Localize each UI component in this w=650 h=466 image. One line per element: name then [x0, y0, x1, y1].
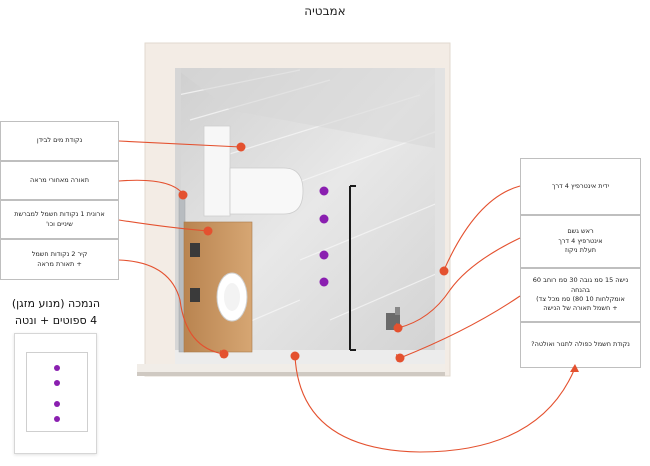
note-wall-outlets-mirror-light[interactable]: קיר 2 נקודות חשמל + תאורת מראה	[0, 239, 119, 280]
spot-light	[319, 277, 329, 287]
spot-light	[319, 214, 329, 224]
arrow-head	[396, 323, 403, 332]
arrow-head	[220, 350, 228, 358]
ceiling-spot	[54, 416, 60, 422]
spot-light	[319, 186, 329, 196]
ceiling-title: הנמכה (מנוע מזגן) 4 ספוטים + ונטה	[11, 297, 101, 327]
spot-light	[319, 250, 329, 260]
note-heater-outlet[interactable]: נקודת חשמל כפולה לתנור ואולטה?	[520, 322, 641, 368]
arrow-head	[570, 364, 579, 372]
shower-glass-frame	[349, 185, 356, 351]
ceiling-spot	[54, 401, 60, 407]
note-cabinet-outlets[interactable]: ארונית 1 נקודות חשמל למברשת שיניים וכו'	[0, 200, 119, 239]
toilet-tank	[203, 125, 231, 217]
arrow-head	[441, 266, 448, 274]
note-rain-shower[interactable]: ראש גשם אינטרפיץ 4 דרך תעלת ניקוז	[520, 215, 641, 268]
ceiling-plan-outline	[26, 352, 88, 432]
note-mirror-backlight[interactable]: תאורה מאחורי מראה	[0, 161, 119, 200]
ceiling-spot	[54, 380, 60, 386]
toilet-bowl	[229, 167, 304, 215]
ceiling-spot	[54, 365, 60, 371]
arrow-head	[396, 354, 404, 362]
note-shower-niche[interactable]: נישה 15 סמ גובה 30 סמ רוחב 60 בהנחה אומק…	[520, 268, 641, 322]
page-title: אמבטיה	[304, 4, 346, 18]
note-bidet-water-point[interactable]: נקודת מים לבידן	[0, 121, 119, 161]
note-mixer-handle[interactable]: ידית אינטרפיץ 4 דרך	[520, 158, 641, 215]
ceiling-plan-card[interactable]	[14, 333, 97, 454]
connector-lines	[118, 140, 576, 453]
